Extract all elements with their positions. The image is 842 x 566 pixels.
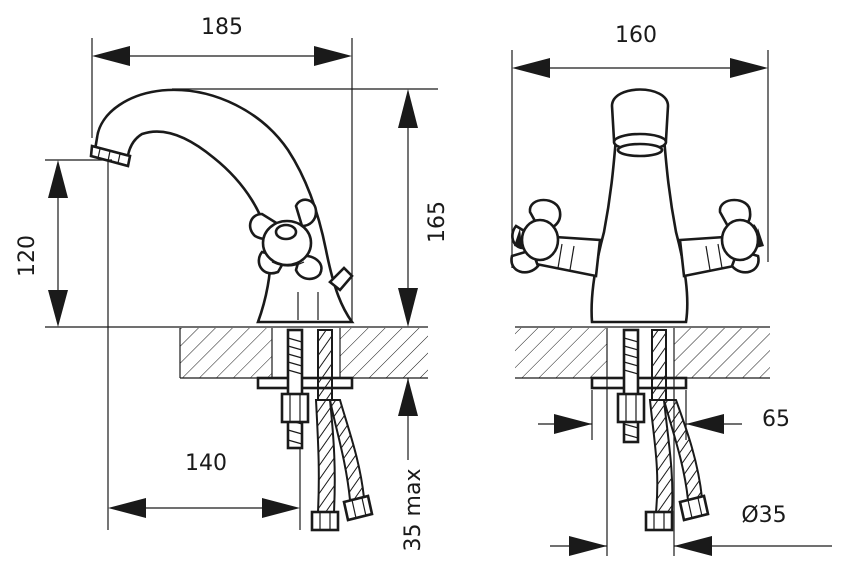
dim-width-overall: 185 — [91, 15, 353, 322]
dim-width-front: 160 — [511, 23, 769, 268]
dim-hole-diameter: Ø35 — [550, 378, 832, 556]
faucet-front-body — [590, 88, 689, 324]
dim-label-mount-thickness: 35 max — [401, 469, 426, 552]
dim-label-height-outlet: 120 — [15, 235, 40, 277]
countertop-side — [45, 326, 428, 379]
dim-label-width-front: 160 — [615, 23, 657, 48]
dim-label-hole-spacing: 65 — [762, 407, 790, 432]
countertop-front — [515, 326, 770, 379]
dim-hole-spacing: 65 — [538, 390, 790, 440]
dim-height-outlet: 120 — [15, 159, 112, 327]
mounting-side — [256, 328, 354, 450]
dim-reach: 140 — [107, 160, 301, 530]
dim-mount-thickness: 35 max — [398, 378, 426, 551]
hoses-side — [310, 329, 374, 532]
front-view: 160 65 Ø35 — [510, 23, 832, 556]
mounting-front — [590, 328, 688, 444]
right-handle-front — [678, 198, 764, 278]
dim-height-total: 165 — [172, 88, 450, 327]
dim-label-reach: 140 — [185, 451, 227, 476]
dim-label-height-total: 165 — [425, 201, 450, 243]
side-view: 185 165 120 140 — [15, 15, 450, 551]
left-handle-front — [510, 198, 602, 278]
dim-label-hole-diameter: Ø35 — [741, 503, 786, 528]
dim-label-width-overall: 185 — [201, 15, 243, 40]
